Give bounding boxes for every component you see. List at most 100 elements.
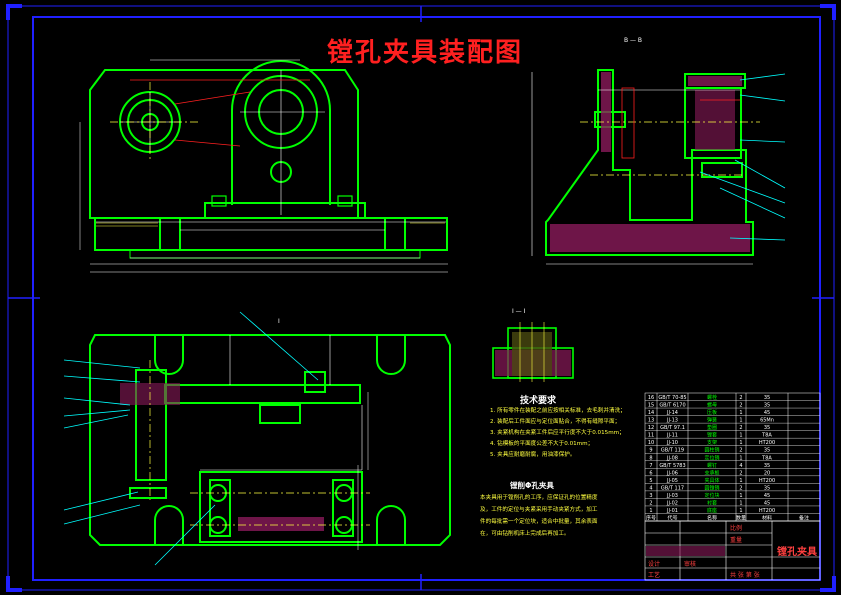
parts-list-cell: 6 <box>649 470 652 476</box>
side-view-centerlines <box>580 121 760 176</box>
parts-list-cell: 2 <box>739 403 742 409</box>
parts-list-header-cell: 序号 <box>646 515 656 522</box>
description-line: 件的每批需一个定位块，适合中批量，其余表面 <box>480 519 598 525</box>
side-view-leaders <box>699 73 786 241</box>
parts-list-cell: JJ-06 <box>666 470 678 476</box>
description-line: 本夹具用于镗削孔的工序，应保证孔的位置精度 <box>480 495 598 501</box>
parts-list-cell: HT200 <box>759 508 775 514</box>
parts-list-cell: 1 <box>739 410 742 416</box>
parts-list-header-cell: 数量 <box>736 515 746 522</box>
parts-list-cell: GB/T 70-85 <box>658 395 686 401</box>
parts-list-header-cell: 代号 <box>667 515 677 522</box>
parts-list-cell: 45 <box>764 493 770 499</box>
title-block-designer: 设计 <box>648 561 661 568</box>
parts-list-cell: GB/T 117 <box>661 485 684 491</box>
parts-list-cell: HT200 <box>759 440 775 446</box>
front-view <box>89 60 448 259</box>
parts-list-cell: 35 <box>764 425 770 431</box>
parts-list-cell: 螺栓 <box>707 394 717 401</box>
technical-requirements-heading: 技术要求 <box>520 396 557 406</box>
technical-requirement: 4. 钻模板的平面度公差不大于0.01mm； <box>490 441 594 447</box>
parts-list-cell: 45 <box>764 500 770 506</box>
technical-requirement: 5. 夹具应耐磨耐腐，用油漆保护。 <box>490 452 576 458</box>
technical-requirement: 3. 夹紧机构在夹紧工件后应平行度不大于0.015mm； <box>490 430 625 436</box>
parts-list-cell: 圆锥销 <box>704 484 719 491</box>
parts-list-cell: T8A <box>761 455 772 461</box>
detail-view-lines <box>519 322 545 382</box>
title-block-name: 镗孔夹具 <box>777 547 817 558</box>
parts-list-cell: 2 <box>739 395 742 401</box>
parts-list-cell: 2 <box>739 470 742 476</box>
parts-list-cell: 1 <box>739 493 742 499</box>
parts-list-cell: 1 <box>739 433 742 439</box>
detail-label: I — I <box>512 308 526 315</box>
parts-list-cell: 9 <box>649 448 652 454</box>
parts-list-cell: 16 <box>648 395 654 401</box>
parts-list-cell: 1 <box>649 508 652 514</box>
top-view-leaders <box>63 311 319 566</box>
parts-list-cell: 底座 <box>707 507 717 514</box>
parts-list-cell: 定位销 <box>704 454 719 461</box>
parts-list-cell: 镗套 <box>707 432 717 439</box>
front-view-dimensions <box>79 59 448 273</box>
parts-list-cell: 1 <box>739 508 742 514</box>
parts-list-cell: 2 <box>649 500 652 506</box>
parts-list-cell: JJ-01 <box>666 508 678 514</box>
description-line: 在，可由钻削机床上完成后再加工。 <box>480 531 570 537</box>
top-view-dimensions <box>357 392 369 550</box>
description-heading: 镗削Φ孔夹具 <box>510 481 554 490</box>
front-view-details <box>96 70 446 231</box>
technical-requirement: 1. 所有零件在装配之前应按相关标准，去毛刺并清洗； <box>490 408 626 414</box>
parts-list-cell: JJ-02 <box>666 500 678 506</box>
parts-list-cell: GB/T 97.1 <box>660 425 685 431</box>
parts-list-cell: 35 <box>764 485 770 491</box>
parts-list-cell: 支架 <box>707 439 717 446</box>
parts-list-cell: 定位块 <box>704 492 719 499</box>
front-view-hatch <box>96 222 445 227</box>
parts-list-cell: 15 <box>648 403 654 409</box>
parts-list-cell: 夹具体 <box>704 477 719 484</box>
parts-list-cell: 35 <box>764 395 770 401</box>
title-block-checker: 审核 <box>684 561 697 568</box>
parts-list-cell: 2 <box>739 425 742 431</box>
title-block-sheet: 共 张 第 张 <box>730 572 760 579</box>
title-block-scale: 比例 <box>730 525 743 532</box>
parts-list-cell: 1 <box>739 500 742 506</box>
parts-list-cell: 10 <box>648 440 654 446</box>
parts-list-cell: HT200 <box>759 478 775 484</box>
detail-view-hatch <box>495 332 571 376</box>
description-line: 及，工件的定位与夹紧采用手动夹紧方式，加工 <box>480 507 598 513</box>
corner-marks <box>6 4 836 592</box>
parts-list-cell: JJ-10 <box>666 440 678 446</box>
technical-requirements-list: 1. 所有零件在装配之前应按相关标准，去毛刺并清洗； 2. 装配后工件面应与定位… <box>490 406 650 461</box>
parts-list-header-cell: 材料 <box>762 515 772 522</box>
parts-list-cell: GB/T 119 <box>661 448 684 454</box>
parts-list-cell: GB/T 5783 <box>659 463 685 469</box>
description-text: 本夹具用于镗削孔的工序，应保证孔的位置精度 及，工件的定位与夹紧采用手动夹紧方式… <box>480 492 640 540</box>
parts-list-header-cell: 备注 <box>799 515 809 522</box>
parts-list-cell: 1 <box>739 478 742 484</box>
parts-list-cell: 13 <box>648 418 654 424</box>
top-view-centerlines <box>149 360 370 526</box>
parts-list-cell: 12 <box>648 425 654 431</box>
centering-marks <box>8 6 834 590</box>
title-block <box>644 520 821 581</box>
title-block-weight: 重量 <box>730 537 743 544</box>
parts-list-cell: 14 <box>648 410 654 416</box>
parts-list-cell: 35 <box>764 403 770 409</box>
parts-list-cell: JJ-13 <box>666 418 678 424</box>
parts-list-cell: 衬套 <box>707 499 717 506</box>
parts-list-cell: JJ-03 <box>666 493 678 499</box>
parts-list-cell: 支承板 <box>704 469 719 476</box>
parts-list-cell: 45 <box>764 410 770 416</box>
front-view-section-lines <box>130 79 310 147</box>
view-tag: Ⅰ <box>278 318 280 325</box>
top-view-details <box>200 335 363 471</box>
parts-list-cell: 螺钉 <box>707 462 717 469</box>
parts-list-cell: 4 <box>739 463 742 469</box>
title-block-hatch <box>646 546 725 556</box>
drawing-title: 镗孔夹具装配图 <box>326 38 523 68</box>
section-label: B — B <box>624 37 643 44</box>
top-view <box>89 334 451 546</box>
parts-list-cell: 压板 <box>707 409 717 416</box>
